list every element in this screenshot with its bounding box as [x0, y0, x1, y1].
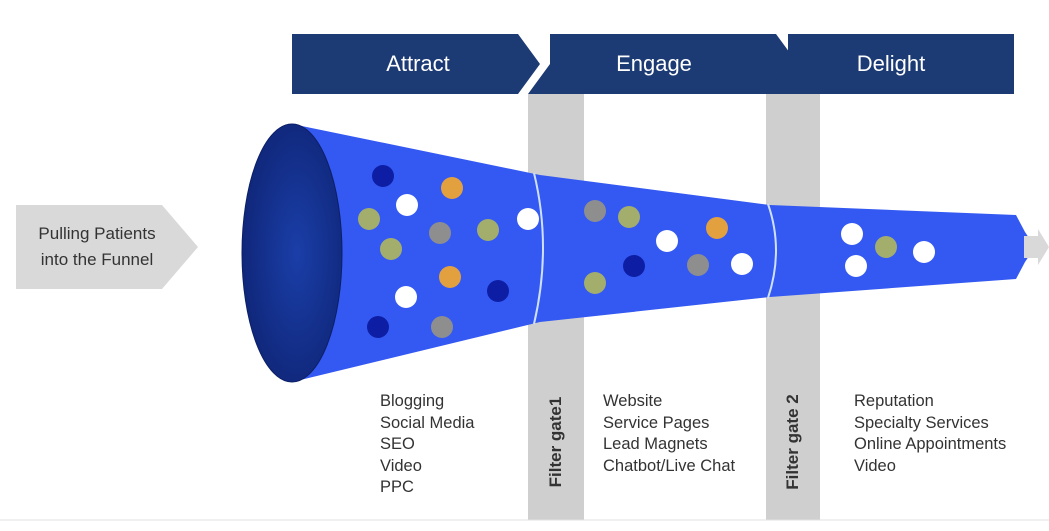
list-item: Website: [603, 392, 663, 410]
dot: [396, 194, 418, 216]
dot: [875, 236, 897, 258]
dot: [656, 230, 678, 252]
filter-gate-2-label: Filter gate 2: [783, 394, 802, 490]
dot: [380, 238, 402, 260]
filter-gate-1-label: Filter gate1: [546, 396, 565, 488]
dot: [687, 254, 709, 276]
dot: [623, 255, 645, 277]
stage-label-engage: Engage: [616, 51, 692, 76]
stage-label-attract: Attract: [386, 51, 450, 76]
dot: [429, 222, 451, 244]
dot: [618, 206, 640, 228]
dot: [487, 280, 509, 302]
dot: [841, 223, 863, 245]
list-item: Lead Magnets: [603, 435, 708, 453]
dot: [706, 217, 728, 239]
pull-label-line-2: into the Funnel: [40, 250, 154, 269]
header-attract-chevron: [292, 34, 540, 94]
funnel-exit-arrow: [1024, 229, 1049, 265]
list-item: Video: [380, 456, 422, 475]
list-item: Online Appointments: [854, 435, 1007, 453]
dot: [431, 316, 453, 338]
dot: [584, 200, 606, 222]
dot: [439, 266, 461, 288]
delight-tactics-list: Reputation Specialty Services Online App…: [854, 391, 1006, 477]
funnel-body: [292, 124, 1035, 382]
list-item: Video: [854, 456, 896, 475]
dot: [845, 255, 867, 277]
funnel-section-divider-1: [533, 172, 544, 325]
filter-gate-2-bar: [766, 94, 820, 520]
dot: [358, 208, 380, 230]
list-item: Reputation: [854, 392, 934, 410]
attract-tactics-list: Blogging Social Media SEO Video PPC: [380, 391, 474, 499]
list-item: SEO: [380, 435, 415, 453]
list-item: Chatbot/Live Chat: [603, 456, 736, 475]
stage-label-delight: Delight: [856, 51, 926, 76]
dot: [395, 286, 417, 308]
header-engage-chevron: [528, 34, 798, 94]
engage-tactics-list: Website Service Pages Lead Magnets Chatb…: [603, 391, 735, 477]
dot: [584, 272, 606, 294]
list-item: Service Pages: [603, 413, 710, 432]
dot: [731, 253, 753, 275]
funnel-mouth: [241, 123, 343, 383]
pull-arrow: [16, 205, 198, 289]
funnel-dots: [358, 165, 935, 338]
list-item: Specialty Services: [854, 413, 989, 432]
dot: [477, 219, 499, 241]
dot: [367, 316, 389, 338]
funnel-section-divider-2: [767, 203, 777, 299]
dot: [372, 165, 394, 187]
list-item: Social Media: [380, 413, 475, 432]
dot: [913, 241, 935, 263]
list-item: PPC: [380, 478, 414, 496]
dot: [517, 208, 539, 230]
dot: [441, 177, 463, 199]
header-delight-chevron: [766, 34, 1014, 94]
pull-label: Pulling Patients into the Funnel: [16, 205, 178, 289]
pull-label-line-1: Pulling Patients: [38, 224, 156, 243]
list-item: Blogging: [380, 392, 445, 410]
